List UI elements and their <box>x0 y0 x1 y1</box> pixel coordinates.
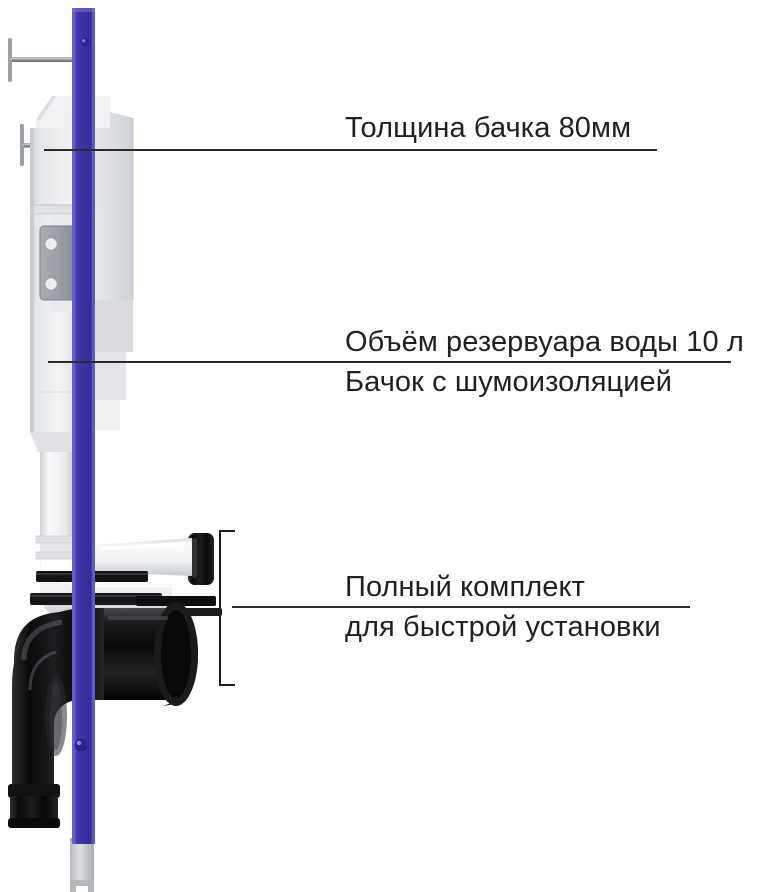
annotation-volume-line-1: Объём резервуара воды 10 л <box>345 326 744 358</box>
annotation-kit-line-2: для быстрой установки <box>345 611 661 643</box>
wall-panel <box>72 8 95 844</box>
pipe-end-cap <box>188 533 214 585</box>
leader-line-kit <box>232 606 690 608</box>
flush-pipe-upper-branch <box>95 538 192 576</box>
product-illustration <box>8 8 222 892</box>
support-foot <box>70 838 94 892</box>
leader-line-volume <box>48 361 731 363</box>
annotation-kit-line-1: Полный комплект <box>345 571 585 603</box>
annotation-thickness: Толщина бачка 80мм <box>345 108 631 148</box>
waste-elbow <box>8 602 198 828</box>
annotation-volume-line-2: Бачок с шумоизоляцией <box>345 366 673 398</box>
leader-line-thickness <box>44 149 657 151</box>
dimension-bracket-kit <box>219 530 235 686</box>
mounting-bracket <box>39 225 77 301</box>
flush-pipe-vertical <box>35 452 81 560</box>
annotation-thickness-line-1: Толщина бачка 80мм <box>345 112 632 144</box>
annotation-full-kit: Полный комплект для быстрой установки <box>345 567 661 647</box>
annotation-volume-noise: Объём резервуара воды 10 л Бачок с шумои… <box>345 322 744 402</box>
